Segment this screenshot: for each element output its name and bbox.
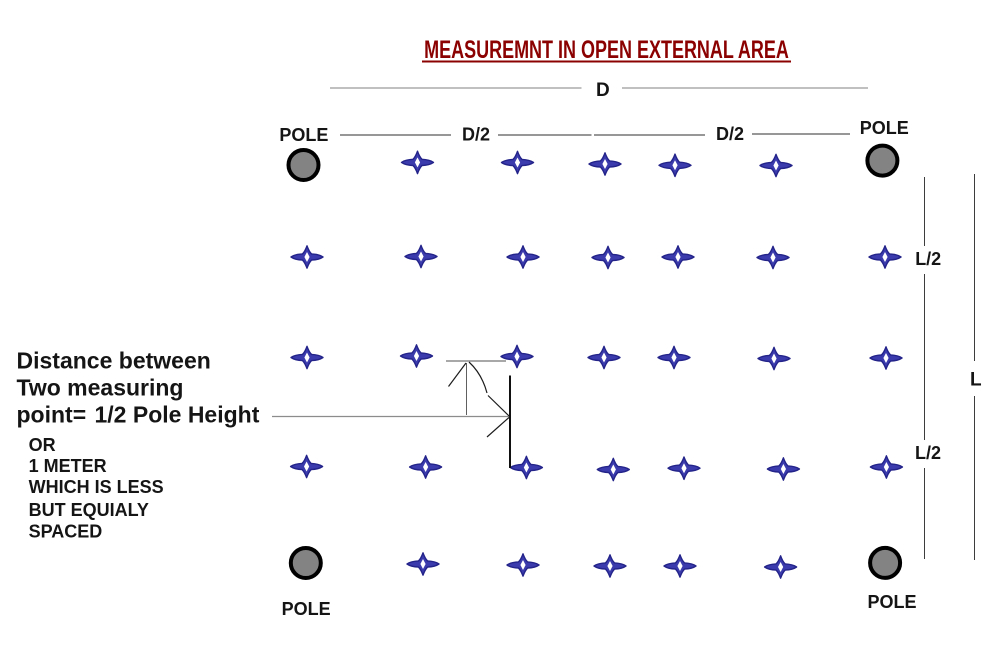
svg-text:BUT EQUIALY: BUT EQUIALY [29,500,149,520]
svg-text:POLE: POLE [860,118,909,138]
svg-text:D: D [596,80,610,101]
svg-text:MEASUREMNT IN OPEN EXTERNAL AR: MEASUREMNT IN OPEN EXTERNAL AREA [424,35,789,64]
svg-text:POLE: POLE [868,592,917,612]
svg-text:POLE: POLE [279,125,328,145]
svg-text:WHICH IS LESS: WHICH IS LESS [29,477,164,497]
svg-text:Two measuring: Two measuring [17,375,184,401]
svg-text:D/2: D/2 [716,124,744,144]
svg-text:SPACED: SPACED [29,521,103,541]
svg-text:1/2 Pole Height: 1/2 Pole Height [95,402,260,428]
svg-text:L: L [970,370,982,391]
svg-text:POLE: POLE [282,599,331,619]
svg-text:L/2: L/2 [915,249,941,269]
svg-text:L/2: L/2 [915,443,941,463]
svg-text:point=: point= [17,402,87,428]
svg-text:OR: OR [29,435,56,455]
svg-text:1 METER: 1 METER [29,456,107,476]
svg-text:Distance between: Distance between [17,348,211,374]
svg-text:D/2: D/2 [462,125,490,145]
